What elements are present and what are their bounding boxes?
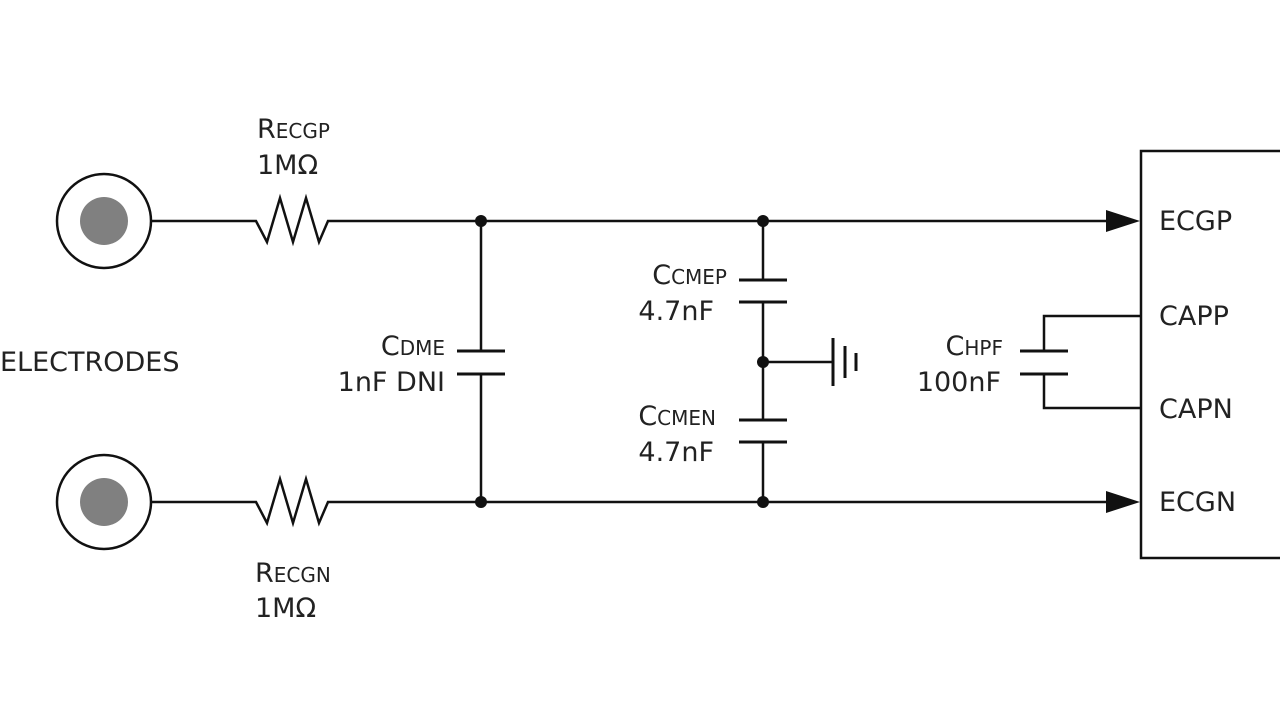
capacitor-ccmep <box>739 221 787 420</box>
pin-ecgn: ECGN <box>1159 487 1236 518</box>
label-r-ecgp: RECGP <box>257 114 330 145</box>
label-c-cmep: CCMEP <box>652 260 727 291</box>
label-c-cmen: CCMEN <box>638 401 716 432</box>
label-c-hpf: CHPF <box>946 331 1003 362</box>
capacitor-chpf <box>1020 314 1140 410</box>
value-c-cmen: 4.7nF <box>638 437 714 468</box>
label-r-ecgn: RECGN <box>255 558 331 589</box>
value-r-ecgn: 1MΩ <box>255 593 316 624</box>
capacitor-cdme <box>457 221 505 502</box>
electrode-negative <box>55 453 153 551</box>
value-c-dme: 1nF DNI <box>338 367 445 398</box>
electrodes-label: ELECTRODES <box>0 347 180 378</box>
wire-ecgn <box>151 474 1106 528</box>
value-r-ecgp: 1MΩ <box>257 150 318 181</box>
pin-capn: CAPN <box>1159 394 1233 425</box>
arrow-ecgp <box>1106 210 1140 232</box>
ground-icon <box>763 338 858 386</box>
capacitor-ccmen <box>739 418 787 502</box>
pin-capp: CAPP <box>1159 301 1229 332</box>
value-c-hpf: 100nF <box>917 367 1001 398</box>
label-c-dme: CDME <box>381 331 445 362</box>
wire-ecgp <box>151 193 1106 247</box>
arrow-ecgn <box>1106 491 1140 513</box>
pin-ecgp: ECGP <box>1159 206 1232 237</box>
ic-chip <box>1139 149 1280 560</box>
value-c-cmep: 4.7nF <box>638 296 714 327</box>
electrode-positive <box>55 172 153 270</box>
